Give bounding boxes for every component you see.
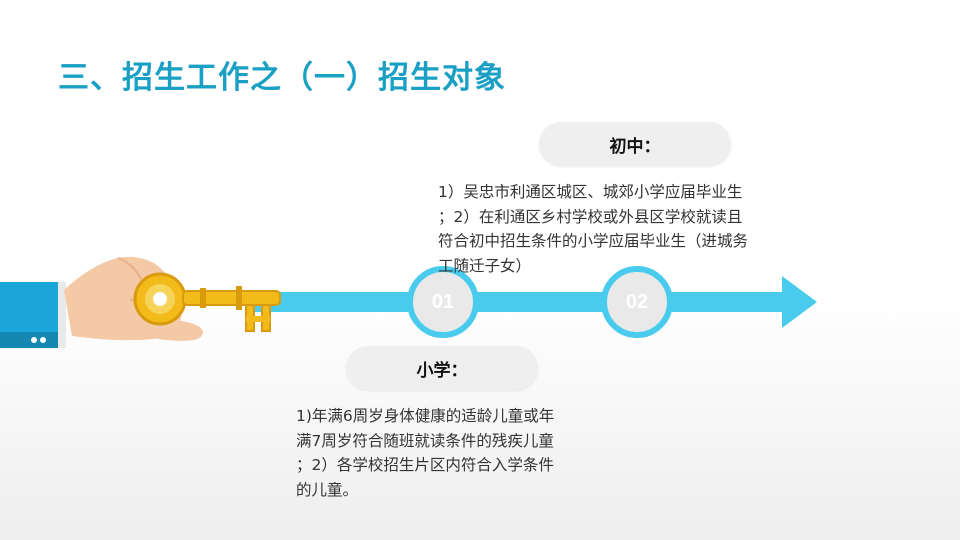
description-line: ；2）在利通区乡村学校或外县区学校就读且	[438, 207, 743, 226]
description-line: 工随迁子女）	[438, 256, 532, 275]
timeline-bar	[255, 292, 785, 312]
sleeve-icon	[0, 282, 66, 348]
primary-school-description: 1)年满6周岁身体健康的适龄儿童或年 满7周岁符合随班就读条件的残疾儿童 ；2）…	[296, 404, 614, 502]
key-icon	[133, 272, 281, 332]
page-title: 三、招生工作之（一）招生对象	[58, 60, 506, 96]
description-line: 满7周岁符合随班就读条件的残疾儿童	[296, 431, 554, 450]
step-number: 02	[625, 290, 649, 313]
primary-school-label-text: 小学：	[416, 360, 468, 381]
step-number: 01	[431, 290, 455, 313]
middle-school-label: 初中：	[539, 122, 731, 166]
description-line: ；2）各学校招生片区内符合入学条件	[296, 456, 554, 474]
description-line: 符合初中招生条件的小学应届毕业生（进城务	[438, 232, 749, 250]
primary-school-label: 小学：	[346, 346, 538, 390]
timeline-step-01: 01	[407, 266, 479, 338]
middle-school-label-text: 初中：	[609, 136, 661, 157]
description-line: 1）吴忠市利通区城区、城郊小学应届毕业生	[438, 183, 743, 201]
description-line: 的儿童。	[296, 480, 359, 499]
timeline-arrowhead	[782, 276, 817, 328]
middle-school-description: 1）吴忠市利通区城区、城郊小学应届毕业生 ；2）在利通区乡村学校或外县区学校就读…	[438, 180, 806, 278]
timeline-step-02: 02	[601, 266, 673, 338]
description-line: 1)年满6周岁身体健康的适龄儿童或年	[296, 407, 555, 425]
